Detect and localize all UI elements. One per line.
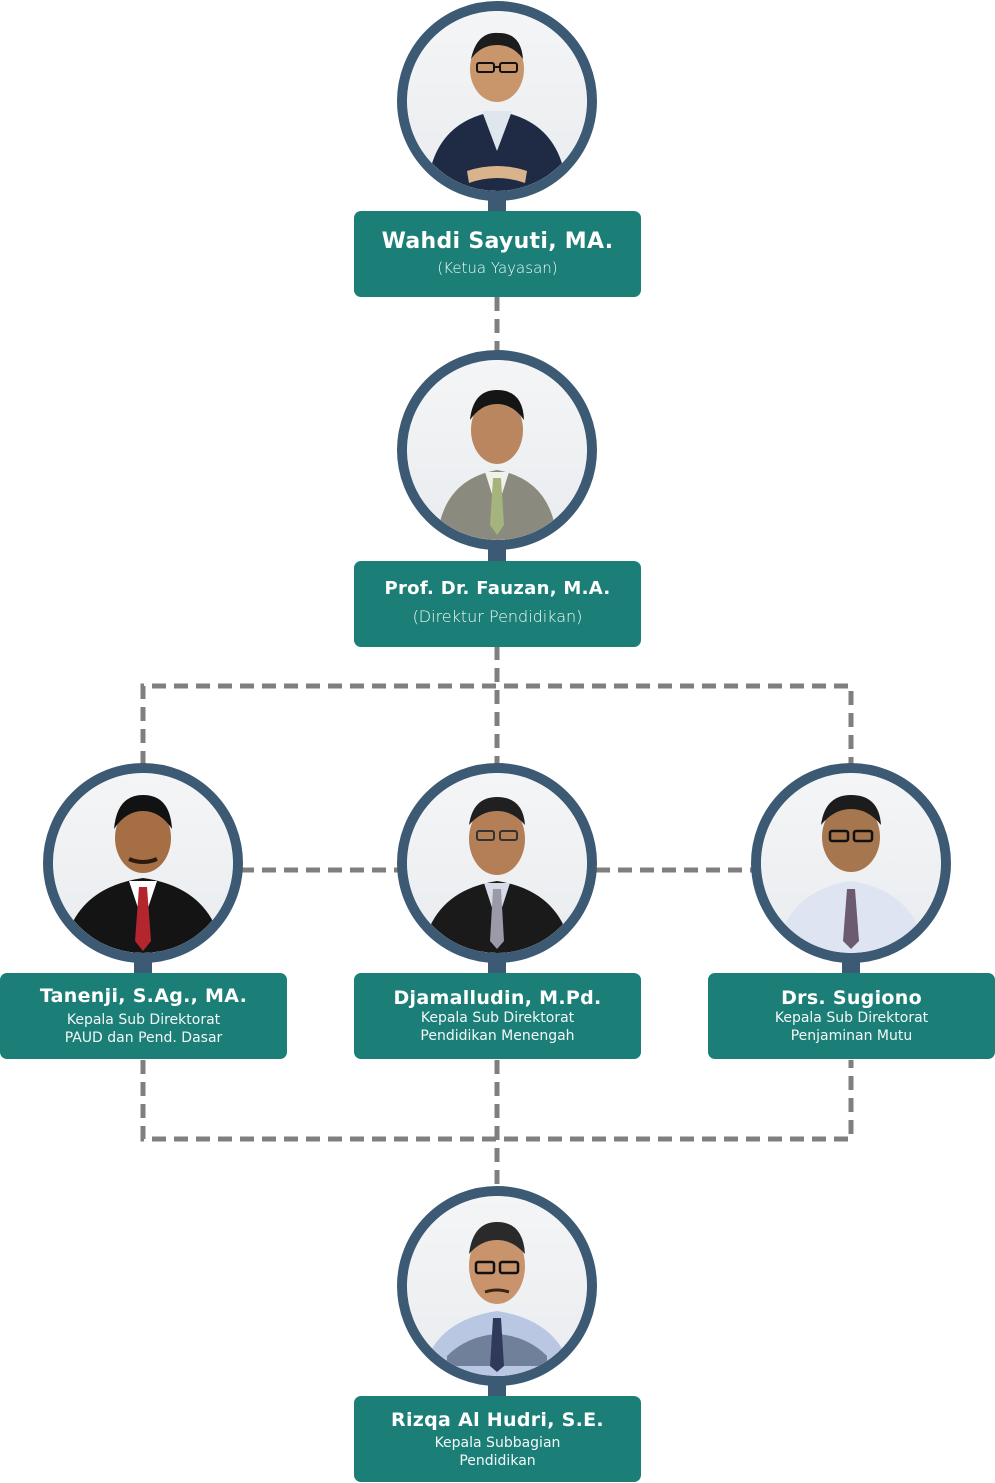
sub-paud-role-line1: Kepala Sub Direktorat (66, 1012, 221, 1028)
director-name: Prof. Dr. Fauzan, M.A. (384, 578, 611, 599)
card-sub-menengah: Djamalludin, M.Pd. Kepala Sub Direktorat… (354, 973, 641, 1059)
portrait-subbagian-image (422, 1222, 572, 1376)
stem-sub-paud (134, 959, 152, 975)
subbagian-role-line2: Pendidikan (459, 1452, 536, 1469)
sub-menengah-role-line1: Kepala Sub Direktorat (420, 1010, 575, 1026)
card-subbagian: Rizqa Al Hudri, S.E. Kepala Subbagian Pe… (354, 1396, 641, 1482)
director-role: (Direktur Pendidikan) (412, 607, 583, 626)
photo-chair (397, 1, 597, 201)
portrait-director-image (437, 390, 557, 540)
stem-sub-mutu (842, 959, 860, 975)
photo-sub-paud (43, 763, 243, 963)
subbagian-name: Rizqa Al Hudri, S.E. (391, 1408, 604, 1431)
stem-chair (488, 197, 506, 213)
stem-subbagian (488, 1382, 506, 1398)
sub-mutu-role-line1: Kepala Sub Direktorat (774, 1010, 929, 1026)
portrait-chair-image (427, 32, 567, 191)
sub-paud-role-line2: PAUD dan Pend. Dasar (64, 1030, 223, 1046)
card-sub-paud: Tanenji, S.Ag., MA. Kepala Sub Direktora… (0, 973, 287, 1059)
sub-menengah-role-line2: Pendidikan Menengah (420, 1028, 575, 1044)
stem-sub-menengah (488, 959, 506, 975)
sub-menengah-name: Djamalludin, M.Pd. (393, 987, 602, 1009)
photo-sub-menengah (397, 763, 597, 963)
card-sub-mutu: Drs. Sugiono Kepala Sub Direktorat Penja… (708, 973, 995, 1059)
card-chair: Wahdi Sayuti, MA. (Ketua Yayasan) (354, 211, 641, 297)
portrait-sub-menengah-image (422, 797, 572, 953)
subbagian-role-line1: Kepala Subbagian (434, 1434, 561, 1451)
sub-mutu-role-line2: Penjaminan Mutu (790, 1028, 913, 1044)
photo-director (397, 350, 597, 550)
sub-mutu-name: Drs. Sugiono (781, 987, 922, 1009)
photo-subbagian (397, 1186, 597, 1386)
chair-role: (Ketua Yayasan) (437, 259, 558, 277)
sub-paud-name: Tanenji, S.Ag., MA. (39, 985, 248, 1007)
portrait-sub-mutu-image (776, 795, 926, 953)
connector-subdir-branch (140, 1060, 854, 1142)
chair-name: Wahdi Sayuti, MA. (381, 229, 614, 254)
portrait-sub-paud-image (63, 795, 223, 953)
stem-director (488, 546, 506, 562)
card-director: Prof. Dr. Fauzan, M.A. (Direktur Pendidi… (354, 561, 641, 647)
photo-sub-mutu (751, 763, 951, 963)
connector-director-branch (140, 683, 854, 765)
